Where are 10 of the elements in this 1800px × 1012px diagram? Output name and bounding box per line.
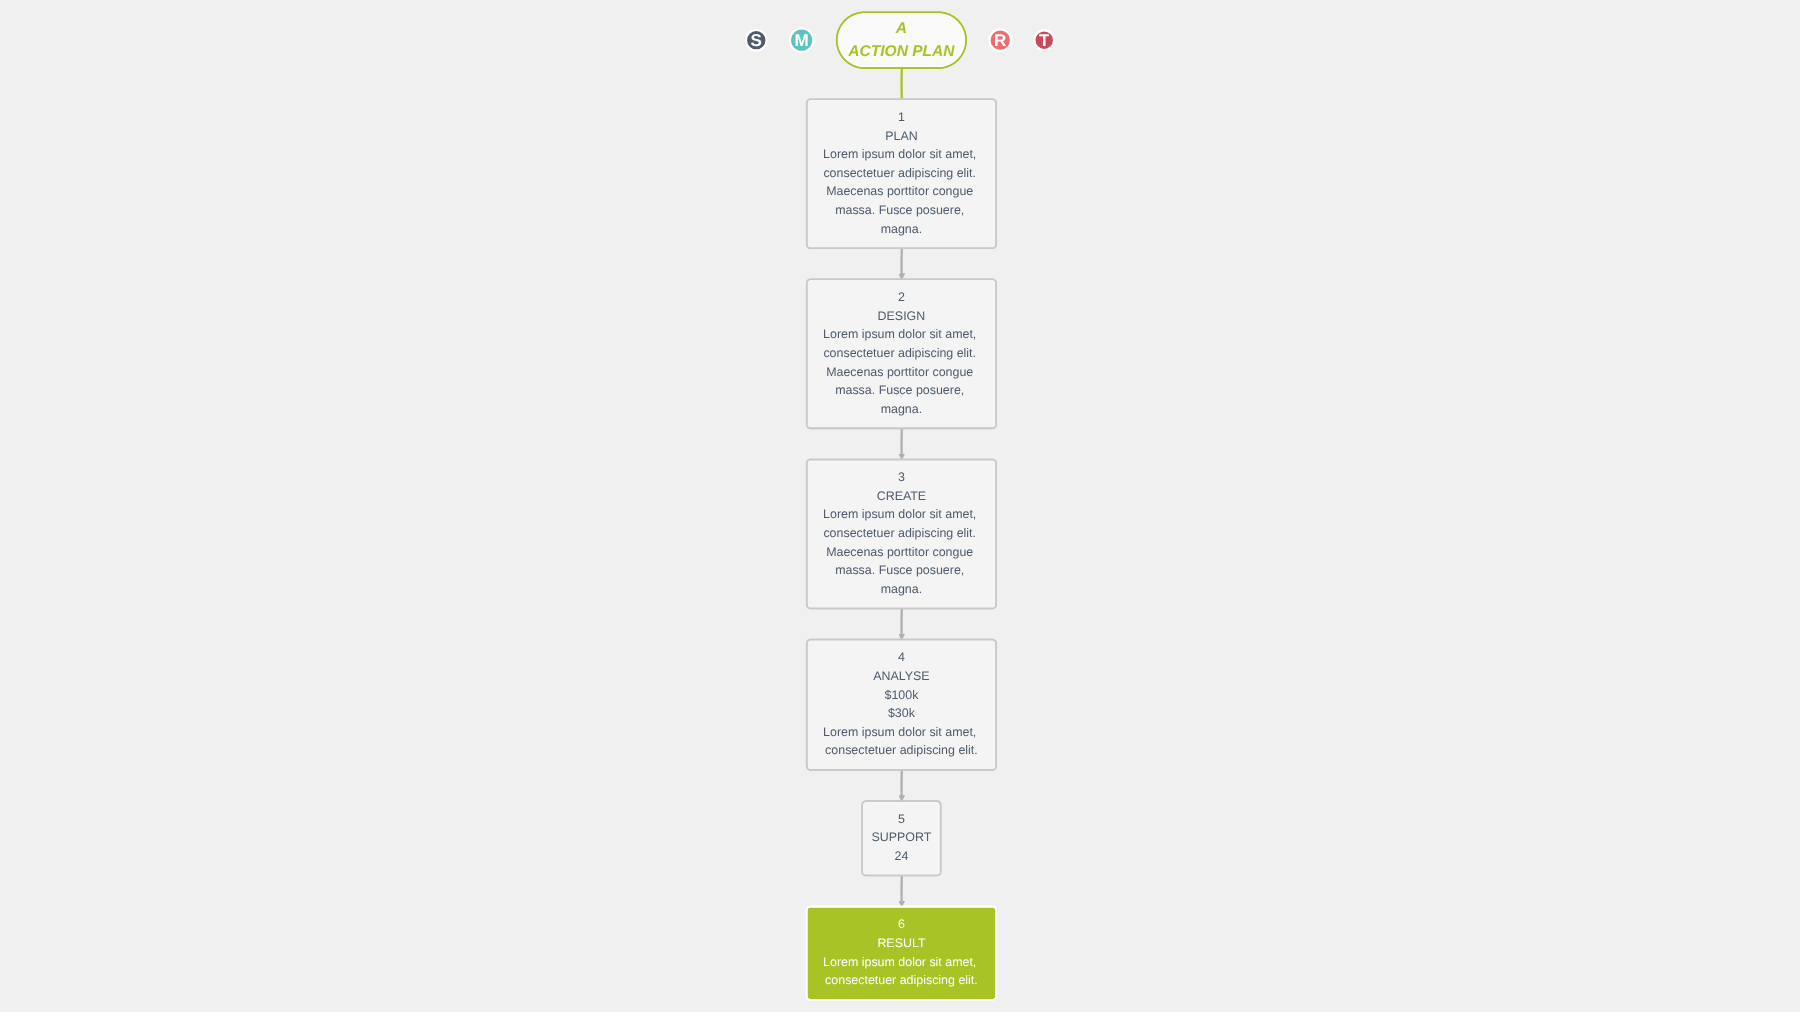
node-circle: S xyxy=(744,28,768,52)
connector xyxy=(900,68,903,100)
arrow xyxy=(898,248,906,280)
arrow xyxy=(898,608,906,641)
node-circle: T xyxy=(1033,29,1056,52)
arrow xyxy=(898,428,906,461)
arrow xyxy=(898,770,906,802)
node-circle: R xyxy=(988,28,1013,53)
arrow xyxy=(898,875,906,908)
node-circle: M xyxy=(788,27,815,54)
